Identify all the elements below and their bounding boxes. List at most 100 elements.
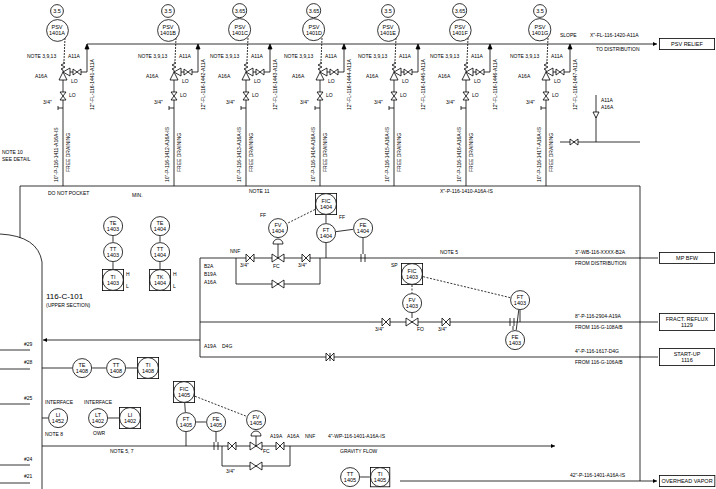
pipe-line (330, 353, 331, 361)
pipe-line (326, 353, 334, 361)
bubble-outline (48, 408, 67, 427)
pipe-line (412, 313, 413, 318)
tag-text: 3.5 (164, 8, 172, 14)
dcs-indicator: TI1408 (137, 357, 159, 379)
annotation: FF (339, 215, 345, 221)
annotation: FROM 116-G-108A/B (575, 325, 623, 331)
tag-text: FE (212, 416, 219, 422)
line-number: 12"-FL-116-1445-A11A (421, 59, 427, 110)
instrument-bubble: TE1403 (103, 216, 123, 236)
instrument-bubble: FV1403 (402, 293, 422, 313)
annotation: DO NOT POCKET (48, 191, 89, 197)
tag-text: 1401A (49, 30, 65, 36)
annotation: A16A (146, 74, 158, 80)
symbol-group (0, 38, 658, 489)
bubble-outline (46, 19, 68, 41)
tag-text: 3.5 (53, 8, 61, 14)
instrument-connection (159, 236, 160, 242)
tag-text: 1404 (320, 233, 332, 239)
tag-text: TI (378, 471, 383, 477)
tag-text: FRACT. REFLUX (666, 316, 708, 322)
line-number: 12"-FL-116-1442-A11A (201, 59, 207, 110)
offpage-connector: PSV RELIEF (659, 38, 715, 50)
tag-text: 3.65 (235, 8, 246, 14)
tag-text: PSV (234, 24, 245, 30)
line-number: 10"-P-116-1414-A16A-IS (311, 127, 317, 182)
line-number: 12"-FL-116-1443-A11A (273, 59, 279, 110)
line-number: 10"-P-116-1417-A16A-IS (537, 127, 543, 182)
tag-text: 1404 (272, 228, 284, 234)
instrument-connection (92, 367, 106, 368)
tag-text: 1408 (110, 368, 122, 374)
box-outline (370, 467, 389, 486)
relief-valve-tag: PSV1401C (228, 18, 251, 41)
tag-text: 1452 (52, 418, 64, 424)
bubble-outline (307, 4, 321, 18)
annotation: A16A (204, 280, 216, 286)
annotation: 3/4" (526, 100, 535, 106)
tag-text: FIC (180, 386, 189, 392)
tag-text: 1401G (532, 30, 549, 36)
annotation: FC (273, 264, 280, 270)
pipe-line (256, 436, 257, 446)
tag-text: TE (156, 220, 163, 226)
annotation: A16A (292, 74, 304, 80)
tag-text: 1405 (374, 477, 386, 483)
relief-valve-assembly (58, 38, 89, 186)
pipe-line (236, 258, 320, 284)
annotation: 3/4" (298, 263, 307, 269)
bubble-outline (268, 218, 287, 237)
box-outline (315, 193, 336, 214)
tag-text: TE (78, 362, 85, 368)
relief-valve-assembly (389, 38, 420, 186)
tag-text: 1403 (406, 303, 418, 309)
annotation: TO DISTRIBUTION (596, 47, 640, 53)
relief-valve-assembly (461, 38, 492, 186)
box-outline (401, 263, 422, 284)
annotation: LO (554, 79, 561, 85)
annotation: X"-P-116-1410-A16A-IS (440, 189, 493, 195)
relief-valve-tag: PSV1401A (46, 19, 69, 42)
bubble-outline (120, 408, 141, 429)
annotation: D4G (222, 344, 232, 350)
annotation: 3/4" (375, 327, 384, 333)
line-number: FREE DRAINING (66, 133, 72, 172)
pipe-line (186, 432, 187, 446)
bubble-outline (246, 410, 265, 429)
pipe-line (250, 462, 262, 470)
annotation: NOTE 3,9,13 (358, 54, 387, 60)
annotation: A11A (68, 54, 80, 60)
instrument-connection (108, 417, 119, 418)
tag-text: 1405 (250, 420, 262, 426)
annotation: 3/4" (240, 263, 249, 269)
annotation: #25 (24, 396, 32, 402)
tag-text: 1405 (178, 392, 190, 398)
pipe-line (216, 432, 217, 442)
annotation: LO (252, 93, 259, 99)
offpage-connector: FRACT. REFLUX1129 (659, 313, 715, 331)
annotation: LO (182, 79, 189, 85)
box-outline (659, 252, 714, 263)
annotation: SP (391, 263, 398, 269)
bubble-outline (103, 242, 122, 261)
relief-valve-tag: PSV1401G (528, 18, 551, 41)
tag-text: PSV (162, 24, 173, 30)
instrument-connection (184, 403, 186, 412)
bubble-outline (316, 194, 337, 215)
tag-text: TT (110, 246, 117, 252)
bubble-outline (206, 412, 225, 431)
instrument-bubble: FV1404 (268, 218, 288, 238)
annotation: MIN. (132, 193, 143, 199)
pipe-line (326, 243, 327, 258)
signal-line (411, 285, 412, 293)
annotation: H (173, 272, 177, 278)
relief-valve-tag: PSV1401D (302, 18, 325, 41)
tag-text: LT (95, 412, 101, 418)
tag-text: FT (323, 227, 330, 233)
pipe-line (570, 139, 578, 145)
annotation: FO (417, 327, 424, 333)
tag-text: 1403 (514, 300, 526, 306)
annotation: A16A (366, 74, 378, 80)
instrument-bubble: TT1403 (103, 242, 123, 262)
instrument-bubble: FT1403 (510, 290, 530, 310)
